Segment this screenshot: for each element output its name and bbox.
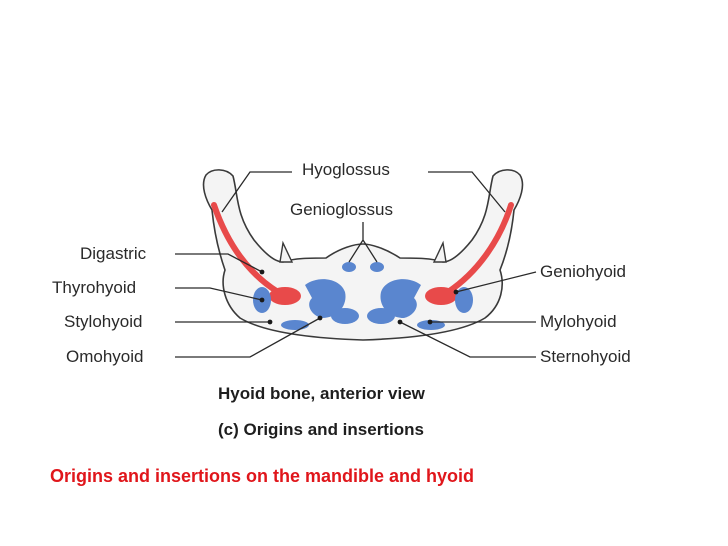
slide-caption: Origins and insertions on the mandible a…	[50, 466, 475, 486]
label-sternohyoid: Sternohyoid	[540, 347, 631, 366]
label-hyoglossus: Hyoglossus	[302, 160, 390, 179]
geniohyoid-origin-right	[425, 287, 457, 305]
insertion-area-right	[380, 279, 421, 318]
label-stylohyoid: Stylohyoid	[64, 312, 143, 331]
leader-digastric	[175, 253, 263, 273]
leader-sternohyoid	[399, 321, 536, 358]
lower-insertion-left	[281, 320, 309, 330]
geniohyoid-origin-left	[269, 287, 301, 305]
figure-subtitle: (c) Origins and insertions	[218, 420, 424, 439]
label-digastric: Digastric	[80, 244, 147, 263]
figure-title: Hyoid bone, anterior view	[218, 384, 425, 403]
leader-geniohyoid	[455, 271, 537, 293]
label-genioglossus: Genioglossus	[290, 200, 394, 219]
hyoglossus-origin-right	[445, 202, 514, 295]
genioglossus-insertion-left	[342, 262, 356, 272]
lesser-horn-left	[279, 240, 294, 263]
insertion-area-center-right	[367, 308, 395, 324]
leader-hyoglossus-right	[428, 171, 506, 213]
label-omohyoid: Omohyoid	[66, 347, 144, 366]
genioglossus-insertion-right	[370, 262, 384, 272]
hyoglossus-origin-left	[211, 202, 281, 295]
label-thyrohyoid: Thyrohyoid	[52, 278, 137, 297]
leader-thyrohyoid	[175, 287, 263, 301]
insertion-area-left	[305, 279, 346, 318]
lesser-horn-right	[432, 240, 447, 263]
lateral-insertion-right	[455, 287, 473, 313]
leader-omohyoid	[175, 317, 321, 358]
leader-hyoglossus-left	[221, 171, 292, 213]
label-geniohyoid: Geniohyoid	[540, 262, 627, 281]
leader-genioglossus	[348, 222, 378, 263]
insertion-area-center-left	[331, 308, 359, 324]
hyoid-bone-outline	[202, 169, 524, 341]
label-mylohyoid: Mylohyoid	[540, 312, 617, 331]
